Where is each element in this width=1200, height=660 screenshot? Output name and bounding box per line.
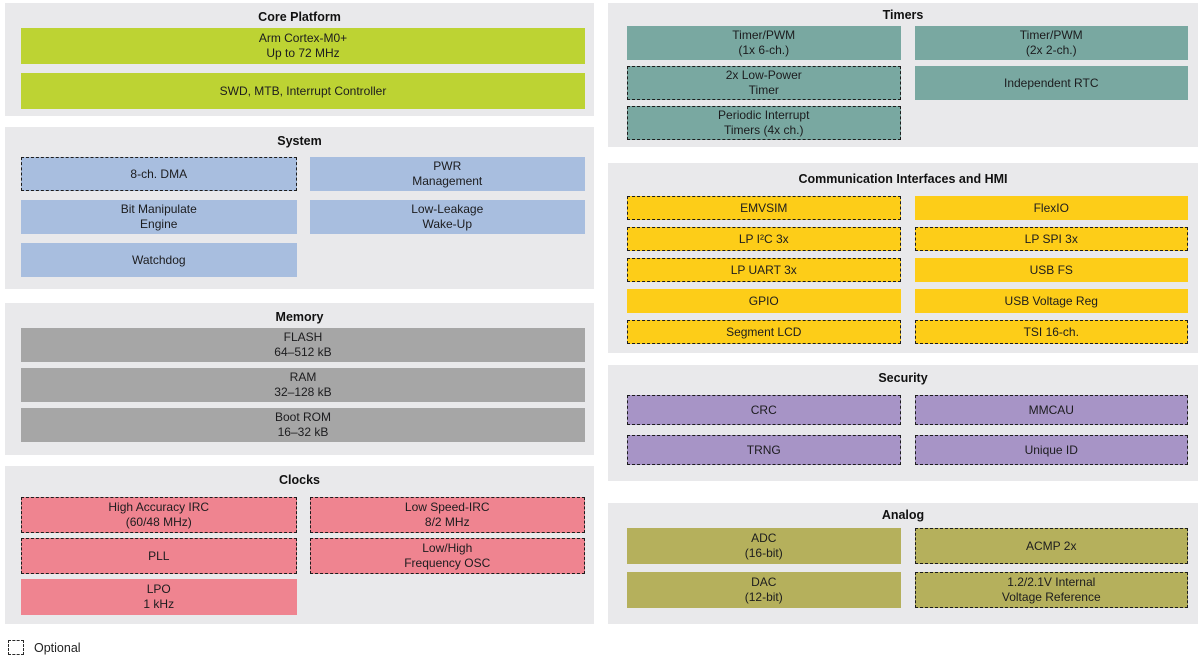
- optional-dashed-box-icon: [8, 640, 24, 655]
- system-blocks: 8-ch. DMA PWR Management Bit Manipulate …: [21, 157, 585, 277]
- section-security: Security CRC MMCAU TRNG Unique ID: [608, 365, 1198, 481]
- section-title-timers: Timers: [882, 8, 924, 22]
- section-title-clocks: Clocks: [279, 473, 320, 487]
- block-trng: TRNG: [627, 435, 901, 465]
- block-lpo: LPO 1 kHz: [21, 579, 297, 615]
- section-title-core-platform: Core Platform: [258, 10, 341, 24]
- legend-optional-label: Optional: [34, 640, 81, 655]
- section-analog: Analog ADC (16-bit) ACMP 2x DAC (12-bit)…: [608, 503, 1198, 624]
- block-lp-i2c: LP I²C 3x: [627, 227, 901, 251]
- memory-blocks: FLASH 64–512 kB RAM 32–128 kB Boot ROM 1…: [21, 328, 585, 442]
- core-platform-blocks: Arm Cortex-M0+ Up to 72 MHz SWD, MTB, In…: [21, 28, 585, 109]
- block-dac: DAC (12-bit): [627, 572, 901, 608]
- section-memory: Memory FLASH 64–512 kB RAM 32–128 kB Boo…: [5, 303, 594, 455]
- block-flash: FLASH 64–512 kB: [21, 328, 585, 362]
- block-periodic-interrupt-timers: Periodic Interrupt Timers (4x ch.): [627, 106, 901, 140]
- section-clocks: Clocks High Accuracy IRC (60/48 MHz) Low…: [5, 466, 594, 624]
- block-internal-voltage-reference: 1.2/2.1V Internal Voltage Reference: [914, 572, 1188, 608]
- block-lp-spi: LP SPI 3x: [914, 227, 1188, 251]
- section-title-security: Security: [878, 371, 928, 385]
- analog-blocks: ADC (16-bit) ACMP 2x DAC (12-bit) 1.2/2.…: [627, 528, 1188, 608]
- block-low-speed-irc: Low Speed-IRC 8/2 MHz: [309, 497, 585, 533]
- block-segment-lcd: Segment LCD: [627, 320, 901, 344]
- communication-blocks: EMVSIM FlexIO LP I²C 3x LP SPI 3x LP UAR…: [627, 196, 1188, 344]
- block-boot-rom: Boot ROM 16–32 kB: [21, 408, 585, 442]
- block-flexio: FlexIO: [914, 196, 1188, 220]
- block-low-high-frequency-osc: Low/High Frequency OSC: [309, 538, 585, 574]
- clocks-blocks: High Accuracy IRC (60/48 MHz) Low Speed-…: [21, 497, 585, 615]
- security-blocks: CRC MMCAU TRNG Unique ID: [627, 395, 1188, 465]
- section-title-memory: Memory: [275, 310, 324, 324]
- block-bit-manipulate-engine: Bit Manipulate Engine: [21, 200, 297, 234]
- block-pll: PLL: [21, 538, 297, 574]
- block-acmp: ACMP 2x: [914, 528, 1188, 564]
- block-watchdog: Watchdog: [21, 243, 297, 277]
- block-tsi: TSI 16-ch.: [914, 320, 1188, 344]
- block-independent-rtc: Independent RTC: [914, 66, 1188, 100]
- block-high-accuracy-irc: High Accuracy IRC (60/48 MHz): [21, 497, 297, 533]
- timers-blocks: Timer/PWM (1x 6-ch.) Timer/PWM (2x 2-ch.…: [627, 26, 1188, 140]
- block-8ch-dma: 8-ch. DMA: [21, 157, 297, 191]
- section-core-platform: Core Platform Arm Cortex-M0+ Up to 72 MH…: [5, 3, 594, 116]
- block-arm-cortex-m0plus: Arm Cortex-M0+ Up to 72 MHz: [21, 28, 585, 64]
- block-timer-pwm-1x6ch: Timer/PWM (1x 6-ch.): [627, 26, 901, 60]
- section-title-communication-hmi: Communication Interfaces and HMI: [798, 172, 1008, 186]
- section-title-analog: Analog: [881, 508, 925, 522]
- block-mmcau: MMCAU: [914, 395, 1188, 425]
- block-usb-fs: USB FS: [914, 258, 1188, 282]
- block-swd-mtb-interrupt-controller: SWD, MTB, Interrupt Controller: [21, 73, 585, 109]
- block-adc: ADC (16-bit): [627, 528, 901, 564]
- section-communication-hmi: Communication Interfaces and HMI EMVSIM …: [608, 163, 1198, 353]
- block-low-power-timer: 2x Low-Power Timer: [627, 66, 901, 100]
- section-title-system: System: [277, 134, 322, 148]
- block-gpio: GPIO: [627, 289, 901, 313]
- block-emvsim: EMVSIM: [627, 196, 901, 220]
- block-low-leakage-wakeup: Low-Leakage Wake-Up: [309, 200, 585, 234]
- block-lp-uart: LP UART 3x: [627, 258, 901, 282]
- section-timers: Timers Timer/PWM (1x 6-ch.) Timer/PWM (2…: [608, 3, 1198, 147]
- section-system: System 8-ch. DMA PWR Management Bit Mani…: [5, 127, 594, 289]
- legend-optional: Optional: [8, 640, 81, 655]
- block-usb-voltage-reg: USB Voltage Reg: [914, 289, 1188, 313]
- block-ram: RAM 32–128 kB: [21, 368, 585, 402]
- block-unique-id: Unique ID: [914, 435, 1188, 465]
- block-crc: CRC: [627, 395, 901, 425]
- block-timer-pwm-2x2ch: Timer/PWM (2x 2-ch.): [914, 26, 1188, 60]
- block-pwr-management: PWR Management: [309, 157, 585, 191]
